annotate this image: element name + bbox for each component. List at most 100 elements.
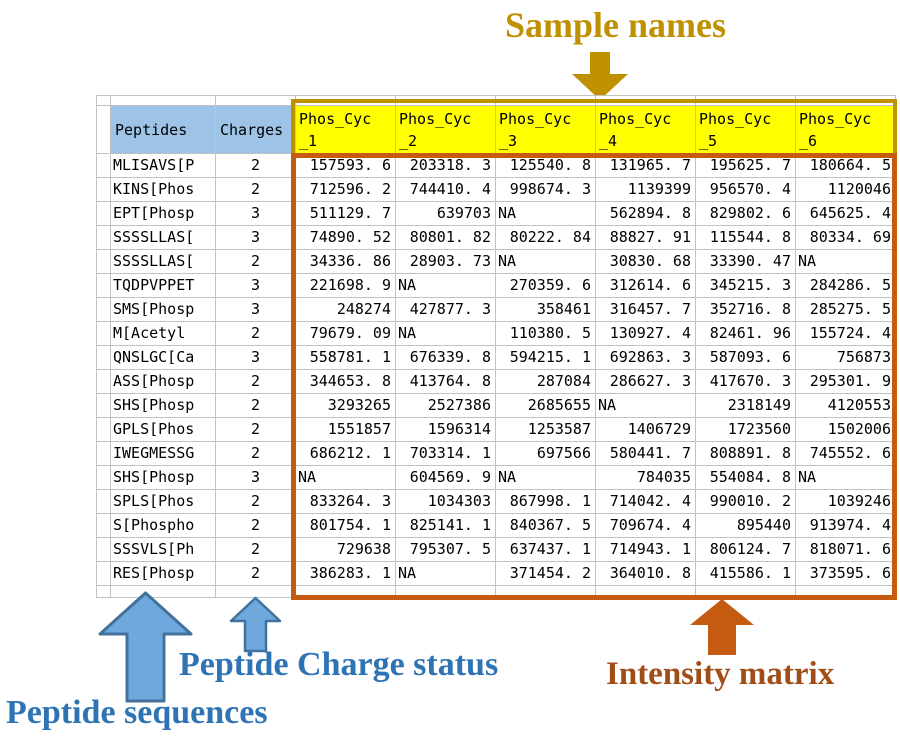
- intensity-value-cell[interactable]: 287084: [496, 370, 596, 394]
- intensity-value-cell[interactable]: 364010. 8: [596, 562, 696, 586]
- peptide-sequence-cell[interactable]: SPLS[Phos: [111, 490, 216, 514]
- sample-column-header-2[interactable]: Phos_Cyc_2: [396, 106, 496, 154]
- row-margin-cell[interactable]: [97, 298, 111, 322]
- charge-cell[interactable]: 2: [216, 538, 296, 562]
- intensity-value-cell[interactable]: 221698. 9: [296, 274, 396, 298]
- intensity-value-cell[interactable]: 270359. 6: [496, 274, 596, 298]
- intensity-value-cell[interactable]: 358461: [496, 298, 596, 322]
- intensity-value-cell[interactable]: 344653. 8: [296, 370, 396, 394]
- charge-cell[interactable]: 2: [216, 178, 296, 202]
- intensity-value-cell[interactable]: 295301. 9: [796, 370, 896, 394]
- intensity-value-cell[interactable]: 312614. 6: [596, 274, 696, 298]
- empty-cell[interactable]: [696, 96, 796, 106]
- intensity-value-cell[interactable]: 703314. 1: [396, 442, 496, 466]
- intensity-value-cell[interactable]: 990010. 2: [696, 490, 796, 514]
- peptide-sequence-cell[interactable]: SSSVLS[Ph: [111, 538, 216, 562]
- peptide-sequence-cell[interactable]: TQDPVPPET: [111, 274, 216, 298]
- peptide-sequence-cell[interactable]: SSSSLLAS[: [111, 250, 216, 274]
- intensity-value-cell[interactable]: 3293265: [296, 394, 396, 418]
- empty-cell[interactable]: [696, 586, 796, 598]
- intensity-value-cell[interactable]: 913974. 4: [796, 514, 896, 538]
- row-margin-cell[interactable]: [97, 178, 111, 202]
- peptide-sequence-cell[interactable]: IWEGMESSG: [111, 442, 216, 466]
- intensity-value-cell[interactable]: 709674. 4: [596, 514, 696, 538]
- intensity-value-cell[interactable]: 316457. 7: [596, 298, 696, 322]
- intensity-value-cell[interactable]: 286627. 3: [596, 370, 696, 394]
- peptide-sequence-cell[interactable]: KINS[Phos: [111, 178, 216, 202]
- peptide-sequence-cell[interactable]: MLISAVS[P: [111, 154, 216, 178]
- peptides-column-header[interactable]: Peptides: [111, 106, 216, 154]
- intensity-value-cell[interactable]: 373595. 6: [796, 562, 896, 586]
- empty-cell[interactable]: [111, 586, 216, 598]
- row-margin-cell[interactable]: [97, 154, 111, 178]
- intensity-value-cell[interactable]: 714943. 1: [596, 538, 696, 562]
- empty-cell[interactable]: [596, 96, 696, 106]
- empty-cell[interactable]: [796, 96, 896, 106]
- intensity-value-cell[interactable]: 808891. 8: [696, 442, 796, 466]
- empty-cell[interactable]: [97, 586, 111, 598]
- intensity-value-cell[interactable]: 125540. 8: [496, 154, 596, 178]
- intensity-value-cell[interactable]: 34336. 86: [296, 250, 396, 274]
- intensity-value-cell[interactable]: 82461. 96: [696, 322, 796, 346]
- peptide-sequence-cell[interactable]: SMS[Phosp: [111, 298, 216, 322]
- intensity-value-cell[interactable]: NA: [796, 250, 896, 274]
- intensity-value-cell[interactable]: 829802. 6: [696, 202, 796, 226]
- charge-cell[interactable]: 2: [216, 394, 296, 418]
- intensity-value-cell[interactable]: 744410. 4: [396, 178, 496, 202]
- intensity-value-cell[interactable]: 645625. 4: [796, 202, 896, 226]
- intensity-value-cell[interactable]: 28903. 73: [396, 250, 496, 274]
- intensity-value-cell[interactable]: 594215. 1: [496, 346, 596, 370]
- charge-cell[interactable]: 2: [216, 322, 296, 346]
- charge-cell[interactable]: 3: [216, 202, 296, 226]
- sample-column-header-3[interactable]: Phos_Cyc_3: [496, 106, 596, 154]
- intensity-value-cell[interactable]: 80222. 84: [496, 226, 596, 250]
- peptide-sequence-cell[interactable]: SSSSLLAS[: [111, 226, 216, 250]
- row-margin-cell[interactable]: [97, 250, 111, 274]
- charge-cell[interactable]: 3: [216, 346, 296, 370]
- charge-cell[interactable]: 2: [216, 442, 296, 466]
- intensity-value-cell[interactable]: 2318149: [696, 394, 796, 418]
- sample-column-header-5[interactable]: Phos_Cyc_5: [696, 106, 796, 154]
- intensity-value-cell[interactable]: NA: [296, 466, 396, 490]
- intensity-value-cell[interactable]: 562894. 8: [596, 202, 696, 226]
- peptide-sequence-cell[interactable]: S[Phospho: [111, 514, 216, 538]
- intensity-value-cell[interactable]: 840367. 5: [496, 514, 596, 538]
- intensity-value-cell[interactable]: 1039246: [796, 490, 896, 514]
- peptide-sequence-cell[interactable]: GPLS[Phos: [111, 418, 216, 442]
- intensity-value-cell[interactable]: 1502006: [796, 418, 896, 442]
- intensity-value-cell[interactable]: 833264. 3: [296, 490, 396, 514]
- charge-cell[interactable]: 2: [216, 154, 296, 178]
- intensity-value-cell[interactable]: 692863. 3: [596, 346, 696, 370]
- intensity-value-cell[interactable]: 345215. 3: [696, 274, 796, 298]
- intensity-value-cell[interactable]: 729638: [296, 538, 396, 562]
- intensity-value-cell[interactable]: 1139399: [596, 178, 696, 202]
- intensity-value-cell[interactable]: 784035: [596, 466, 696, 490]
- charge-cell[interactable]: 3: [216, 226, 296, 250]
- intensity-value-cell[interactable]: 795307. 5: [396, 538, 496, 562]
- intensity-value-cell[interactable]: 1253587: [496, 418, 596, 442]
- peptide-sequence-cell[interactable]: M[Acetyl: [111, 322, 216, 346]
- intensity-value-cell[interactable]: 818071. 6: [796, 538, 896, 562]
- intensity-value-cell[interactable]: 248274: [296, 298, 396, 322]
- intensity-value-cell[interactable]: 115544. 8: [696, 226, 796, 250]
- intensity-value-cell[interactable]: 131965. 7: [596, 154, 696, 178]
- empty-cell[interactable]: [796, 586, 896, 598]
- row-margin-cell[interactable]: [97, 394, 111, 418]
- empty-cell[interactable]: [396, 96, 496, 106]
- intensity-value-cell[interactable]: 697566: [496, 442, 596, 466]
- intensity-value-cell[interactable]: 745552. 6: [796, 442, 896, 466]
- empty-cell[interactable]: [496, 586, 596, 598]
- intensity-value-cell[interactable]: 1120046: [796, 178, 896, 202]
- intensity-value-cell[interactable]: 203318. 3: [396, 154, 496, 178]
- intensity-value-cell[interactable]: 867998. 1: [496, 490, 596, 514]
- intensity-value-cell[interactable]: 511129. 7: [296, 202, 396, 226]
- peptide-sequence-cell[interactable]: QNSLGC[Ca: [111, 346, 216, 370]
- charge-cell[interactable]: 3: [216, 466, 296, 490]
- intensity-value-cell[interactable]: 2527386: [396, 394, 496, 418]
- intensity-value-cell[interactable]: 4120553: [796, 394, 896, 418]
- intensity-value-cell[interactable]: 558781. 1: [296, 346, 396, 370]
- intensity-value-cell[interactable]: 604569. 9: [396, 466, 496, 490]
- charge-cell[interactable]: 2: [216, 250, 296, 274]
- intensity-value-cell[interactable]: 30830. 68: [596, 250, 696, 274]
- intensity-value-cell[interactable]: 33390. 47: [696, 250, 796, 274]
